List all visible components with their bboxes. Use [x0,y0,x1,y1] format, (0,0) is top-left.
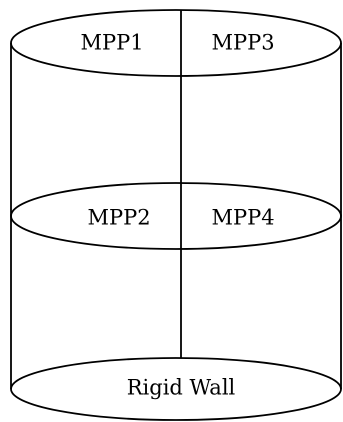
middle-ellipse [10,182,342,250]
label-mpp2: MPP2 [87,206,150,230]
top-ellipse [10,9,342,77]
label-mpp3: MPP3 [211,31,274,55]
label-rigid-wall: Rigid Wall [127,376,236,400]
label-mpp4: MPP4 [211,206,274,230]
bottom-ellipse [10,357,342,421]
label-mpp1: MPP1 [80,31,143,55]
